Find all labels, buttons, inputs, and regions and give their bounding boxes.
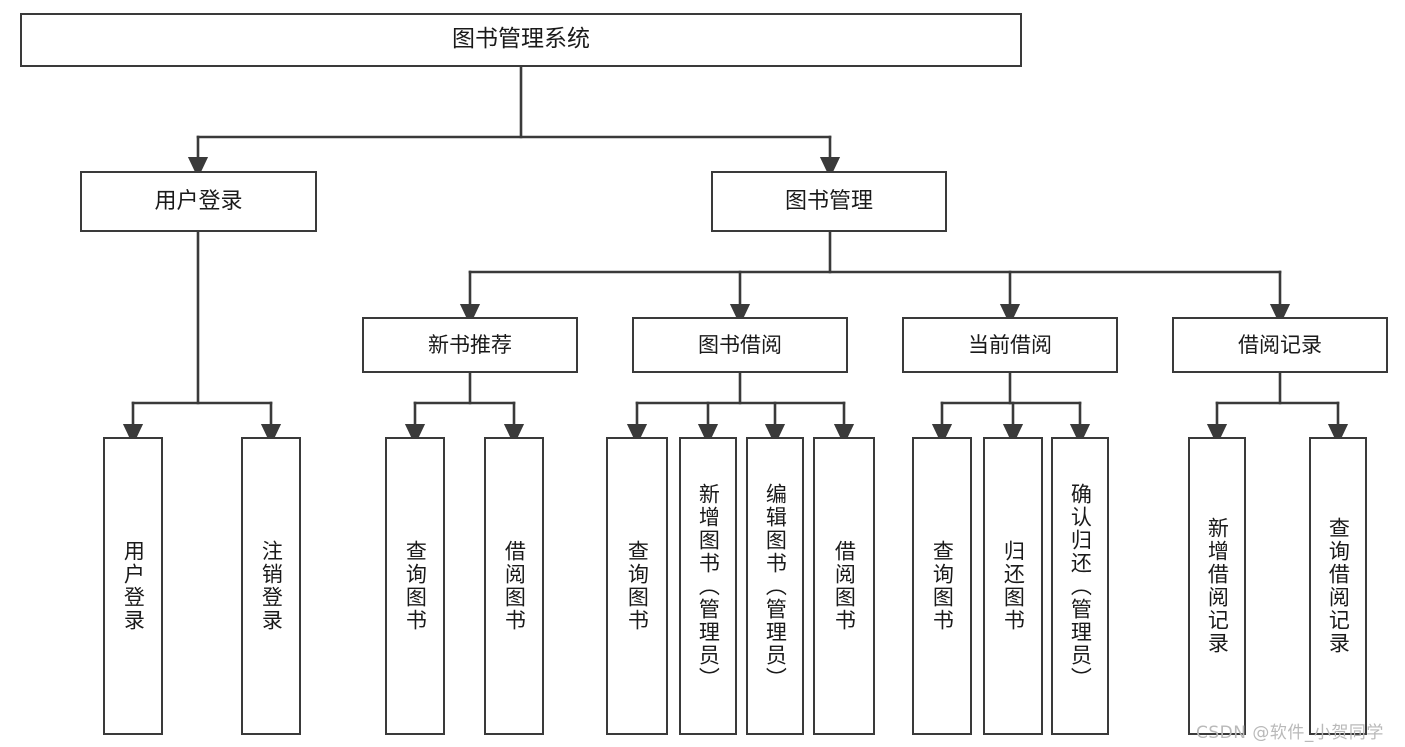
csdn-watermark: CSDN @软件_小贺同学 — [1196, 723, 1384, 743]
node-root-system[interactable]: 图书管理系统 — [20, 13, 1022, 67]
leaf-logout-label: 注销登录 — [259, 540, 284, 632]
leaf-confirm-return-admin-label: 确认归还（管理员） — [1068, 482, 1093, 690]
leaf-edit-book-admin[interactable]: 编辑图书（管理员） — [746, 437, 804, 735]
leaf-add-book-admin[interactable]: 新增图书（管理员） — [679, 437, 737, 735]
leaf-query-book-recommend[interactable]: 查询图书 — [385, 437, 445, 735]
leaf-query-book-current[interactable]: 查询图书 — [912, 437, 972, 735]
leaf-return-book[interactable]: 归还图书 — [983, 437, 1043, 735]
node-book-management[interactable]: 图书管理 — [711, 171, 947, 232]
leaf-query-book-recommend-label: 查询图书 — [403, 540, 428, 632]
leaf-query-book-borrow-label: 查询图书 — [625, 540, 650, 632]
node-current-borrow[interactable]: 当前借阅 — [902, 317, 1118, 373]
leaf-return-book-label: 归还图书 — [1001, 540, 1026, 632]
node-current-borrow-label: 当前借阅 — [968, 332, 1052, 357]
leaf-query-book-borrow[interactable]: 查询图书 — [606, 437, 668, 735]
leaf-add-book-admin-label: 新增图书（管理员） — [696, 482, 721, 690]
leaf-borrow-book-recommend-label: 借阅图书 — [502, 540, 527, 632]
leaf-edit-book-admin-label: 编辑图书（管理员） — [763, 482, 788, 690]
leaf-logout[interactable]: 注销登录 — [241, 437, 301, 735]
node-book-management-label: 图书管理 — [784, 188, 873, 214]
node-user-login[interactable]: 用户登录 — [80, 171, 317, 232]
leaf-confirm-return-admin[interactable]: 确认归还（管理员） — [1051, 437, 1109, 735]
leaf-user-login-label: 用户登录 — [121, 540, 146, 632]
node-borrow-records-label: 借阅记录 — [1238, 332, 1322, 357]
leaf-add-borrow-record[interactable]: 新增借阅记录 — [1188, 437, 1246, 735]
leaf-query-borrow-record-label: 查询借阅记录 — [1326, 517, 1351, 655]
node-new-book-recommend-label: 新书推荐 — [428, 332, 512, 357]
leaf-borrow-book-recommend[interactable]: 借阅图书 — [484, 437, 544, 735]
node-borrow-records[interactable]: 借阅记录 — [1172, 317, 1388, 373]
leaf-query-book-current-label: 查询图书 — [930, 540, 955, 632]
node-book-borrow[interactable]: 图书借阅 — [632, 317, 848, 373]
node-user-login-label: 用户登录 — [154, 188, 243, 214]
leaf-query-borrow-record[interactable]: 查询借阅记录 — [1309, 437, 1367, 735]
node-new-book-recommend[interactable]: 新书推荐 — [362, 317, 578, 373]
node-root-system-label: 图书管理系统 — [452, 26, 590, 53]
leaf-borrow-book-label: 借阅图书 — [832, 540, 857, 632]
leaf-borrow-book[interactable]: 借阅图书 — [813, 437, 875, 735]
leaf-add-borrow-record-label: 新增借阅记录 — [1205, 517, 1230, 655]
leaf-user-login[interactable]: 用户登录 — [103, 437, 163, 735]
node-book-borrow-label: 图书借阅 — [698, 332, 782, 357]
